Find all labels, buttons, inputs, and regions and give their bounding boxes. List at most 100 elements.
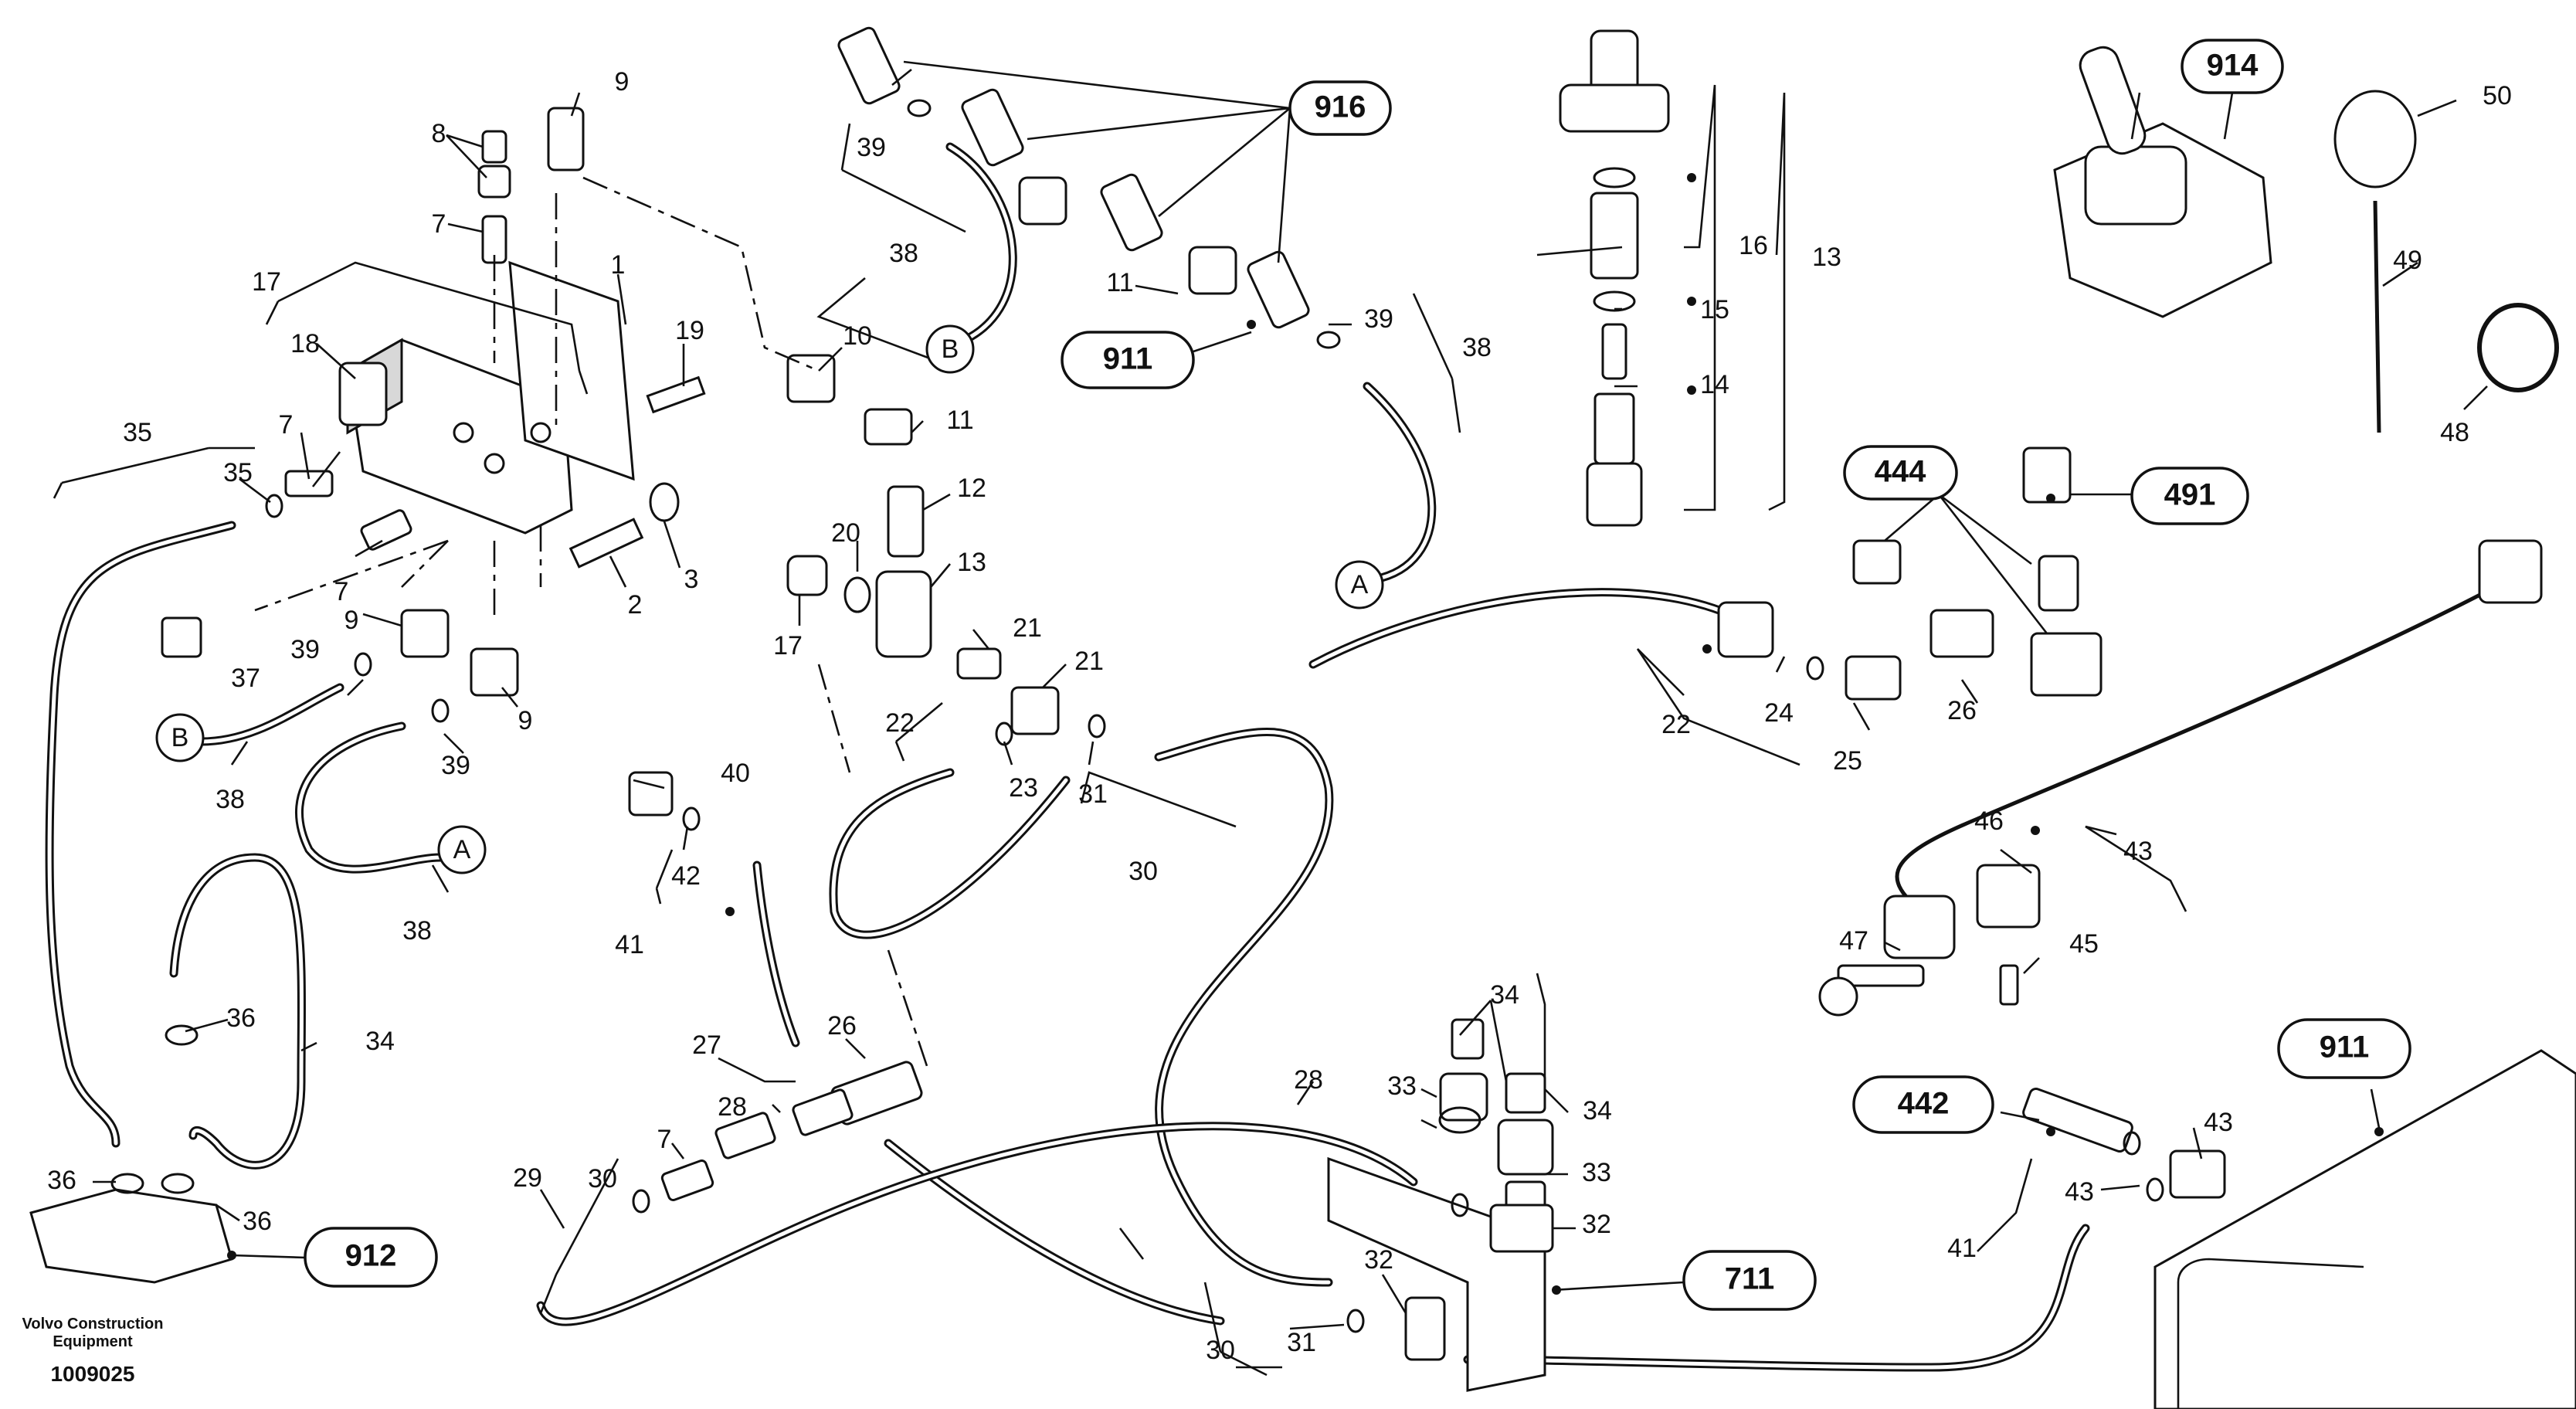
ref-711: 711 — [1682, 1250, 1817, 1311]
svg-text:A: A — [1351, 570, 1369, 599]
part-number: 13 — [957, 548, 986, 577]
part-number: 9 — [344, 606, 359, 635]
part-number: 38 — [216, 785, 245, 814]
ref-442: 442 — [1852, 1075, 1994, 1134]
ref-912: 912 — [231, 1227, 438, 1288]
part-number: 35 — [123, 418, 152, 447]
part-number: 10 — [843, 321, 872, 351]
connector-a-left: A — [437, 825, 487, 874]
mounting-plate — [508, 260, 635, 481]
svg-text:912: 912 — [345, 1239, 397, 1273]
part-number: 43 — [2123, 837, 2153, 866]
part-number: 28 — [1294, 1065, 1323, 1095]
svg-text:914: 914 — [2207, 49, 2259, 83]
part-number: 12 — [957, 474, 986, 503]
part-number: 39 — [441, 751, 470, 780]
part-number: 35 — [223, 458, 253, 487]
part-number: 7 — [279, 410, 294, 440]
part-number: 30 — [1128, 857, 1158, 886]
part-number: 37 — [231, 664, 260, 693]
part-number: 38 — [402, 916, 432, 946]
part-number: 7 — [432, 209, 446, 239]
part-number: 36 — [47, 1166, 76, 1195]
svg-text:711: 711 — [1725, 1262, 1775, 1296]
part-number: 39 — [1364, 304, 1393, 334]
svg-text:444: 444 — [1875, 455, 1926, 489]
part-number: 7 — [334, 577, 349, 606]
svg-text:A: A — [453, 835, 471, 864]
part-number: 26 — [827, 1011, 857, 1041]
hose-group — [45, 142, 2496, 1372]
svg-text:B: B — [942, 334, 959, 364]
part-number: 41 — [615, 930, 644, 959]
svg-text:491: 491 — [2164, 478, 2216, 512]
parts-group — [29, 26, 2576, 1409]
part-number: 49 — [2393, 246, 2422, 275]
connector-b-left: B — [155, 713, 205, 762]
center-lines — [254, 176, 928, 1067]
part-number: 45 — [2069, 929, 2099, 959]
part-number: 42 — [671, 861, 701, 891]
svg-text:916: 916 — [1315, 90, 1366, 124]
part-number: 17 — [252, 267, 281, 297]
part-number: 21 — [1013, 613, 1042, 643]
part-number: 41 — [1947, 1234, 1977, 1263]
part-number-labels: 9 8 7 1 17 18 19 2 3 35 35 7 7 9 39 37 3… — [47, 67, 2512, 1365]
part-number: 34 — [365, 1027, 395, 1056]
part-number: 24 — [1764, 698, 1794, 728]
part-number: 33 — [1387, 1071, 1417, 1101]
part-number: 23 — [1009, 773, 1038, 803]
part-number: 21 — [1074, 647, 1104, 676]
part-number: 39 — [857, 133, 886, 162]
part-number: 29 — [513, 1163, 542, 1193]
part-number: 15 — [1700, 295, 1729, 324]
ref-911-upper: 911 — [1061, 331, 1252, 389]
part-number: 39 — [290, 635, 320, 664]
part-number: 32 — [1364, 1245, 1393, 1275]
part-number: 11 — [1106, 268, 1133, 297]
part-number: 18 — [290, 329, 320, 358]
part-number: 9 — [615, 67, 630, 97]
part-number: 22 — [1661, 710, 1691, 739]
connector-a-top: A — [1335, 560, 1384, 609]
svg-text:911: 911 — [1103, 342, 1153, 376]
part-number: 43 — [2204, 1108, 2233, 1137]
footer: Volvo Construction Equipment 1009025 — [22, 1316, 164, 1386]
part-number: 48 — [2440, 418, 2469, 447]
part-number: 30 — [588, 1164, 617, 1193]
part-number: 36 — [243, 1207, 272, 1236]
ref-911-lower: 911 — [2277, 1018, 2411, 1079]
part-number: 31 — [1287, 1328, 1316, 1357]
part-number: 33 — [1582, 1158, 1611, 1187]
reference-callouts: 916 914 911 491 444 442 711 — [231, 39, 2411, 1311]
ref-491: 491 — [2130, 467, 2249, 525]
leader-lines — [53, 68, 2488, 1377]
part-number: 17 — [773, 631, 803, 660]
part-number: 22 — [885, 708, 915, 738]
connector-markers: B A B A — [155, 324, 1384, 874]
part-number: 7 — [657, 1125, 672, 1154]
part-number: 40 — [721, 759, 750, 788]
part-number: 27 — [692, 1030, 721, 1060]
part-number: 16 — [1739, 231, 1768, 260]
part-number: 32 — [1582, 1210, 1611, 1239]
part-number: 25 — [1833, 746, 1862, 776]
part-number: 36 — [226, 1003, 256, 1033]
part-number: 34 — [1583, 1096, 1612, 1126]
part-number: 30 — [1206, 1336, 1235, 1365]
part-number: 20 — [831, 518, 860, 548]
part-number: 13 — [1812, 243, 1841, 272]
reference-dots — [227, 173, 2384, 1295]
part-number: 26 — [1947, 696, 1977, 725]
part-number: 47 — [1839, 926, 1868, 956]
connector-b-top: B — [925, 324, 975, 374]
svg-text:B: B — [171, 723, 189, 752]
part-number: 43 — [2065, 1177, 2094, 1207]
company-line-2: Equipment — [53, 1333, 133, 1350]
part-number: 11 — [946, 406, 973, 435]
company-line-1: Volvo Construction — [22, 1316, 164, 1333]
part-number: 38 — [889, 239, 918, 268]
part-number: 3 — [684, 565, 699, 594]
part-number: 9 — [518, 706, 533, 735]
svg-text:442: 442 — [1898, 1087, 1950, 1121]
